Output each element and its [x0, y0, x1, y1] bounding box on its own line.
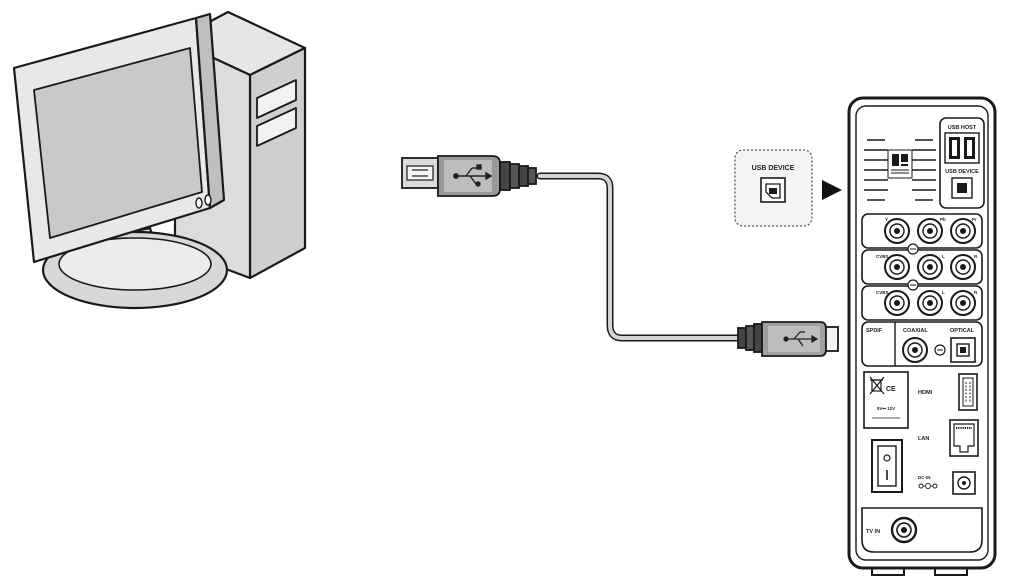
av-out-r-label: R [974, 254, 978, 259]
brand-logo [887, 149, 913, 179]
monitor-screen [33, 47, 203, 239]
av-in-r-label: R [974, 290, 978, 295]
tv-in-section: TV IN [861, 507, 983, 553]
av-in-l-label: L [942, 290, 945, 295]
monitor-button-icon [195, 197, 203, 209]
right-triangle-icon [822, 180, 842, 200]
media-player-rear-panel: USB HOST USB DEVICE Y Pb Pr [847, 96, 997, 576]
tv-in-port-icon [890, 516, 918, 544]
dc-in-section: DC-IN [918, 471, 976, 495]
optical-label: OPTICAL [950, 328, 975, 334]
monitor-button-icon [204, 194, 212, 206]
av-out-row: CVBS L R [861, 243, 983, 285]
coaxial-port-icon [902, 337, 928, 363]
lan-section: LAN [918, 419, 979, 457]
usb-host-label: USB HOST [948, 125, 977, 131]
spdif-row: SPDIF COAXIAL OPTICAL [861, 321, 983, 367]
spdif-label: SPDIF [866, 328, 883, 334]
callout-label: USB DEVICE [752, 165, 795, 172]
hdmi-section: HDMI [918, 373, 978, 411]
polarity-icon [918, 483, 938, 489]
dc-in-label: DC-IN [918, 475, 931, 480]
usb-cable [536, 172, 744, 342]
usb-device-label: USB DEVICE [945, 169, 979, 175]
hdmi-label: HDMI [918, 390, 933, 396]
usb-a-plug [401, 155, 537, 197]
component-pb-label: Pb [940, 217, 946, 222]
ventilation-grill [864, 139, 936, 201]
usb-section: USB HOST USB DEVICE [939, 117, 985, 209]
lan-label: LAN [918, 436, 929, 442]
weee-bin-icon [869, 376, 885, 395]
av-in-cvbs-label: CVBS [876, 290, 889, 295]
component-y-label: Y [885, 217, 888, 222]
usb-trident-icon [783, 331, 819, 347]
av-out-l-label: L [942, 254, 945, 259]
desktop-computer [12, 10, 307, 310]
power-off-icon [883, 454, 891, 462]
component-pr-label: Pr [972, 217, 977, 222]
coaxial-label: COAXIAL [903, 328, 928, 334]
usb-trident-icon [453, 164, 493, 187]
component-video-row: Y Pb Pr [861, 213, 983, 249]
ce-mark: CE [886, 386, 896, 393]
usb-device-callout: USB DEVICE [734, 149, 813, 227]
optical-port-icon [950, 337, 976, 363]
usb-b-plug [737, 321, 839, 357]
av-out-cvbs-label: CVBS [876, 254, 889, 259]
certification-label: CE 5V⎓ 12V [863, 371, 909, 429]
av-in-row: CVBS L R [861, 279, 983, 321]
monitor-stand [41, 226, 229, 310]
power-switch [871, 439, 903, 493]
power-rating-label: 5V⎓ 12V [877, 406, 895, 411]
tv-in-label: TV IN [866, 529, 880, 535]
monitor [12, 12, 226, 264]
